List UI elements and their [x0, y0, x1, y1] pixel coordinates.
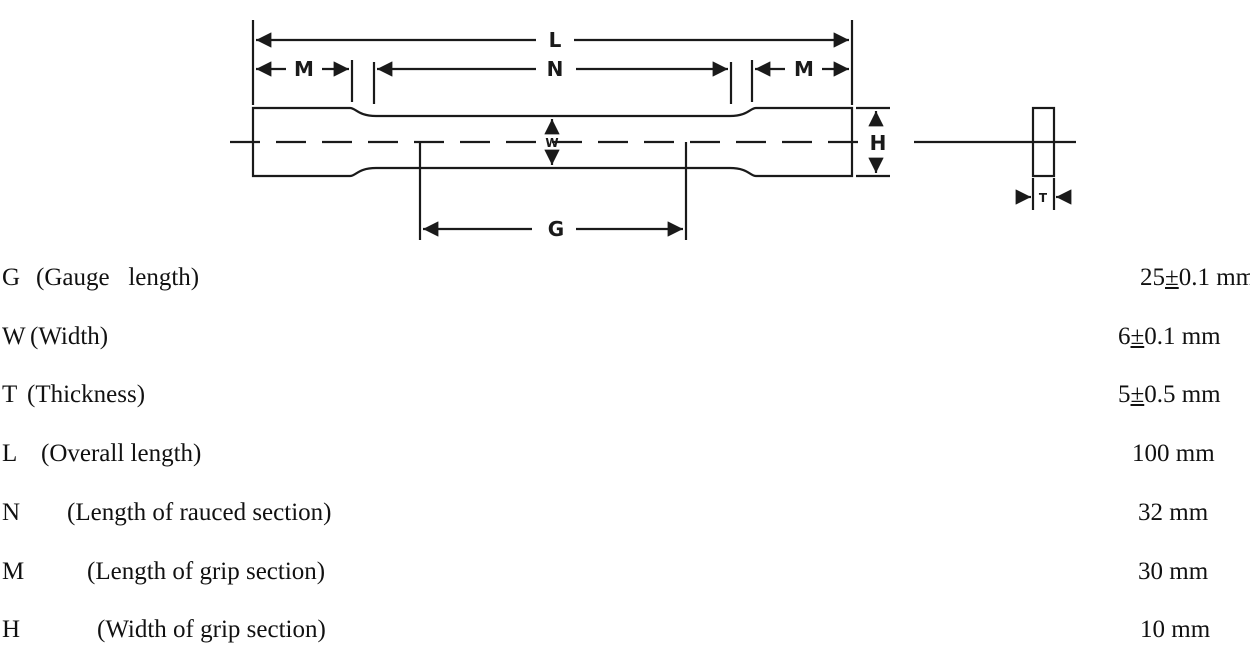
label-H: H [870, 131, 887, 155]
spec-description: (Width) [30, 323, 109, 350]
spec-value: 10 mm [1140, 616, 1211, 643]
label-T: T [1039, 191, 1048, 205]
label-M-right: M [794, 57, 814, 81]
spec-symbol: W [2, 323, 26, 350]
spec-symbol: N [2, 499, 21, 526]
spec-description: (Length of grip section) [87, 558, 326, 585]
specimen-outline [251, 106, 854, 178]
spec-value: 25±0.1 mm [1140, 264, 1250, 291]
spec-description: (Width of grip section) [97, 616, 326, 643]
spec-value: 100 mm [1132, 440, 1215, 467]
spec-description: (Overall length) [41, 440, 202, 467]
spec-description: (Gauge length) [36, 264, 200, 291]
spec-row-n: N (Length of rauced section) 32 mm [0, 499, 1250, 539]
spec-symbol: L [2, 440, 18, 467]
spec-value: 6±0.1 mm [1118, 323, 1221, 350]
spec-description: (Thickness) [27, 381, 146, 408]
spec-row-m: M (Length of grip section) 30 mm [0, 558, 1250, 598]
spec-value: 30 mm [1138, 558, 1209, 585]
spec-row-h: H (Width of grip section) 10 mm [0, 616, 1250, 656]
spec-symbol: G [2, 264, 21, 291]
spec-row-g: G (Gauge length) 25±0.1 mm [0, 264, 1250, 304]
label-L: L [549, 28, 562, 52]
spec-value: 5±0.5 mm [1118, 381, 1221, 408]
spec-row-t: T (Thickness) 5±0.5 mm [0, 381, 1250, 421]
label-N: N [547, 57, 564, 81]
label-W: W [545, 136, 558, 150]
label-M-left: M [294, 57, 314, 81]
spec-symbol: H [2, 616, 21, 643]
specimen-diagram: L M N M W H G T [230, 20, 1076, 241]
spec-symbol: M [2, 558, 25, 585]
spec-row-l: L (Overall length) 100 mm [0, 440, 1250, 480]
side-view-section [1031, 106, 1056, 178]
spec-symbol: T [2, 381, 18, 408]
spec-description: (Length of rauced section) [67, 499, 332, 526]
spec-value: 32 mm [1138, 499, 1209, 526]
label-G: G [548, 217, 564, 241]
spec-row-w: W (Width) 6±0.1 mm [0, 323, 1250, 363]
